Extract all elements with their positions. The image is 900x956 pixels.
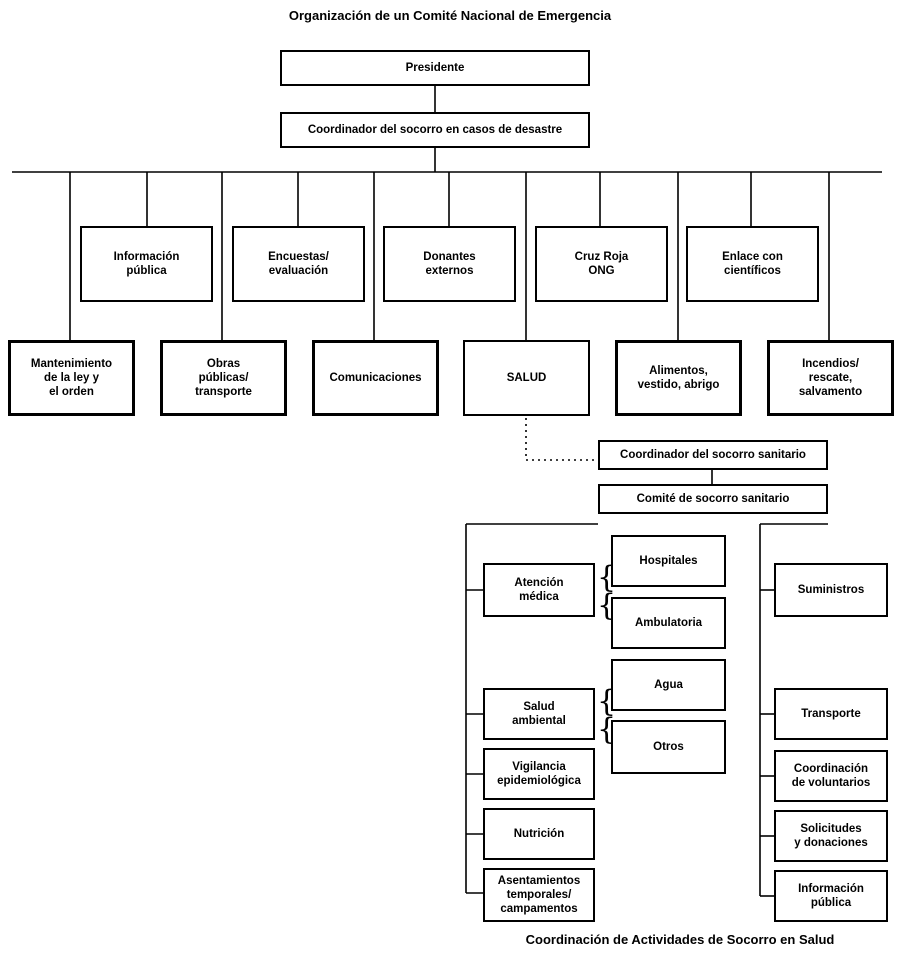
food-clothing-shelter-box: Alimentos, vestido, abrigo	[615, 340, 742, 416]
medical-care-label: Atención médica	[514, 577, 564, 603]
outpatient-box: Ambulatoria	[611, 597, 726, 649]
disaster-coordinator-label: Coordinador del socorro en casos de desa…	[307, 124, 563, 136]
health-public-information-label: Información pública	[798, 883, 864, 909]
food-clothing-shelter-label: Alimentos, vestido, abrigo	[637, 365, 720, 391]
red-cross-ngo-label: Cruz Roja ONG	[574, 251, 629, 277]
requests-donations-label: Solicitudes y donaciones	[794, 823, 868, 849]
health-committee-box: Comité de socorro sanitario	[598, 484, 828, 514]
health-coordinator-label: Coordinador del socorro sanitario	[620, 449, 806, 461]
requests-donations-box: Solicitudes y donaciones	[774, 810, 888, 862]
medical-care-box: Atención médica	[483, 563, 595, 617]
red-cross-ngo-box: Cruz Roja ONG	[535, 226, 668, 302]
health-label: SALUD	[506, 372, 547, 384]
environmental-health-box: Salud ambiental	[483, 688, 595, 740]
fire-rescue-label: Incendios/ rescate, salvamento	[798, 358, 863, 398]
outpatient-label: Ambulatoria	[634, 617, 703, 629]
public-information-label: Información pública	[113, 251, 180, 277]
bottom-title: Coordinación de Actividades de Socorro e…	[525, 932, 835, 947]
temporary-settlements-label: Asentamientos temporales/ campamentos	[497, 875, 581, 915]
volunteer-coordination-label: Coordinación de voluntarios	[791, 763, 871, 789]
fire-rescue-box: Incendios/ rescate, salvamento	[767, 340, 894, 416]
health-committee-label: Comité de socorro sanitario	[636, 493, 790, 505]
public-works-label: Obras públicas/ transporte	[195, 358, 252, 398]
communications-box: Comunicaciones	[312, 340, 439, 416]
external-donors-box: Donantes externos	[383, 226, 516, 302]
disaster-coordinator-box: Coordinador del socorro en casos de desa…	[280, 112, 590, 148]
scientific-liaison-label: Enlace con científicos	[722, 251, 783, 277]
transport-box: Transporte	[774, 688, 888, 740]
hospitals-label: Hospitales	[639, 555, 698, 567]
hospitals-box: Hospitales	[611, 535, 726, 587]
nutrition-label: Nutrición	[513, 828, 565, 840]
president-label: Presidente	[405, 62, 465, 74]
water-box: Agua	[611, 659, 726, 711]
chart-title: Organización de un Comité Nacional de Em…	[288, 8, 612, 23]
public-information-box: Información pública	[80, 226, 213, 302]
health-coordinator-box: Coordinador del socorro sanitario	[598, 440, 828, 470]
supplies-label: Suministros	[797, 584, 865, 596]
temporary-settlements-box: Asentamientos temporales/ campamentos	[483, 868, 595, 922]
surveys-evaluation-box: Encuestas/ evaluación	[232, 226, 365, 302]
communications-label: Comunicaciones	[329, 372, 422, 384]
water-label: Agua	[654, 679, 683, 691]
surveys-evaluation-label: Encuestas/ evaluación	[268, 251, 329, 277]
scientific-liaison-box: Enlace con científicos	[686, 226, 819, 302]
volunteer-coordination-box: Coordinación de voluntarios	[774, 750, 888, 802]
others-label: Otros	[653, 741, 684, 753]
external-donors-label: Donantes externos	[423, 251, 476, 277]
epidemiological-surveillance-label: Vigilancia epidemiológica	[497, 761, 581, 787]
others-box: Otros	[611, 720, 726, 774]
public-works-box: Obras públicas/ transporte	[160, 340, 287, 416]
president-box: Presidente	[280, 50, 590, 86]
health-public-information-box: Información pública	[774, 870, 888, 922]
environmental-health-label: Salud ambiental	[512, 701, 566, 727]
transport-label: Transporte	[801, 708, 861, 720]
health-box: SALUD	[463, 340, 590, 416]
nutrition-box: Nutrición	[483, 808, 595, 860]
supplies-box: Suministros	[774, 563, 888, 617]
law-and-order-label: Mantenimiento de la ley y el orden	[30, 358, 113, 398]
law-and-order-box: Mantenimiento de la ley y el orden	[8, 340, 135, 416]
epidemiological-surveillance-box: Vigilancia epidemiológica	[483, 748, 595, 800]
